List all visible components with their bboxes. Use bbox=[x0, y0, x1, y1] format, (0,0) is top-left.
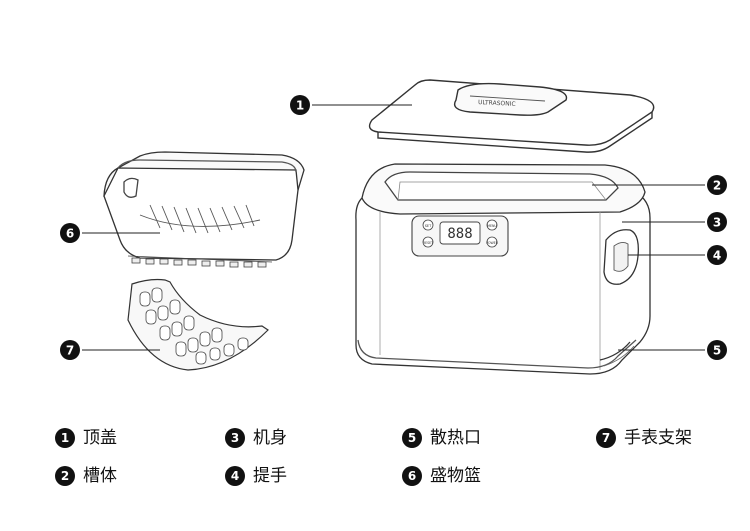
callout-5: 5 bbox=[707, 340, 727, 360]
callout-1-number: 1 bbox=[296, 99, 304, 113]
legend-badge-4: 4 bbox=[225, 466, 245, 486]
callout-1: 1 bbox=[290, 95, 310, 115]
legend-label-6: 盛物篮 bbox=[430, 466, 481, 486]
callout-4: 4 bbox=[707, 245, 727, 265]
callout-3: 3 bbox=[707, 212, 727, 232]
callout-7-number: 7 bbox=[66, 344, 74, 358]
legend-badge-2: 2 bbox=[55, 466, 75, 486]
legend-badge-5: 5 bbox=[402, 428, 422, 448]
callout-5-number: 5 bbox=[713, 344, 721, 358]
main-unit: 888 SET RESET MENU POWER bbox=[355, 163, 651, 375]
basket bbox=[103, 151, 305, 268]
legend-item-1: 1 顶盖 bbox=[55, 428, 117, 448]
watch-holder bbox=[127, 278, 269, 371]
callout-4-number: 4 bbox=[713, 249, 721, 263]
callout-2: 2 bbox=[707, 175, 727, 195]
legend-badge-6: 6 bbox=[402, 466, 422, 486]
callout-7: 7 bbox=[60, 340, 80, 360]
leader-lines bbox=[82, 104, 705, 351]
legend-item-2: 2 槽体 bbox=[55, 466, 117, 486]
legend-badge-7: 7 bbox=[596, 428, 616, 448]
display-digits: 888 bbox=[447, 226, 472, 242]
legend-label-1: 顶盖 bbox=[83, 428, 117, 448]
power-label: POWER bbox=[486, 241, 499, 245]
callout-6: 6 bbox=[60, 223, 80, 243]
legend-item-6: 6 盛物篮 bbox=[402, 466, 481, 486]
legend-badge-3: 3 bbox=[225, 428, 245, 448]
legend-item-3: 3 机身 bbox=[225, 428, 287, 448]
svg-text:ULTRASONIC: ULTRASONIC bbox=[478, 99, 516, 108]
callout-6-number: 6 bbox=[66, 227, 74, 241]
callout-2-number: 2 bbox=[713, 179, 721, 193]
set-label: SET bbox=[425, 224, 432, 228]
legend-label-3: 机身 bbox=[253, 428, 287, 448]
legend-label-7: 手表支架 bbox=[624, 428, 692, 448]
legend-badge-1: 1 bbox=[55, 428, 75, 448]
lid: ULTRASONIC bbox=[368, 79, 655, 153]
legend-item-7: 7 手表支架 bbox=[596, 428, 692, 448]
legend-label-4: 提手 bbox=[253, 466, 287, 486]
callout-3-number: 3 bbox=[713, 216, 721, 230]
mode-label: MENU bbox=[487, 224, 497, 228]
reset-label: RESET bbox=[423, 241, 433, 245]
legend-label-5: 散热口 bbox=[430, 428, 481, 448]
legend-label-2: 槽体 bbox=[83, 466, 117, 486]
legend-item-4: 4 提手 bbox=[225, 466, 287, 486]
legend-item-5: 5 散热口 bbox=[402, 428, 481, 448]
